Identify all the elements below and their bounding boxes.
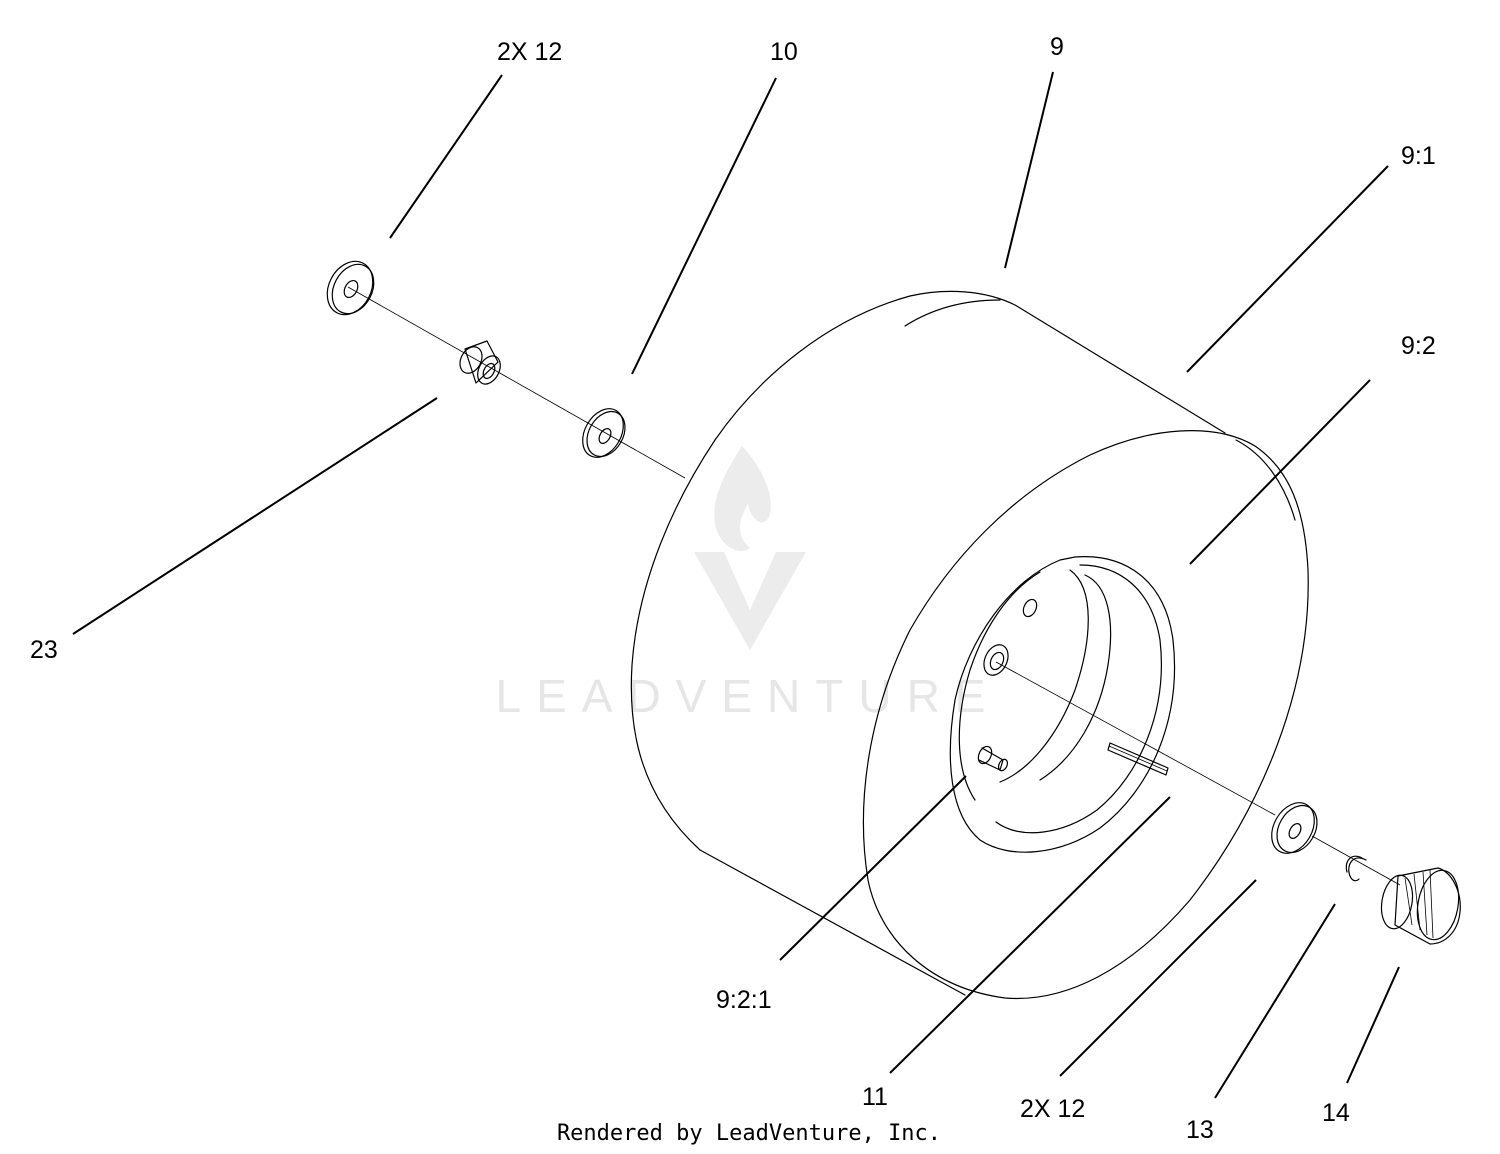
callout-labels: 2X 12 10 9 9:1 9:2 23 9:2:1 11 2X 12 13 …	[30, 33, 1436, 1144]
tire	[630, 290, 1309, 1000]
retaining-clip	[1345, 855, 1367, 882]
leader-tire-9-1	[1186, 165, 1389, 373]
leader-washer-top	[389, 74, 503, 239]
rim-outer	[949, 556, 1176, 853]
leader-key-11	[889, 796, 1171, 1074]
callout-spacer-23: 23	[30, 636, 58, 664]
callout-tire-9: 9	[1050, 33, 1064, 61]
key	[1107, 742, 1169, 776]
rim-center-hole-outer	[983, 644, 1009, 676]
leader-rim-9-2	[1189, 379, 1371, 565]
callout-rim-9-2: 9:2	[1401, 332, 1436, 360]
callout-tire-9-1: 9:1	[1401, 142, 1436, 170]
washer-top	[326, 260, 375, 316]
leader-spacer-23	[72, 397, 438, 635]
leader-washer-bottom	[1059, 879, 1257, 1077]
rim-center-hole-inner	[989, 651, 1005, 671]
leader-cap-14	[1346, 966, 1400, 1084]
watermark-flame-icon	[714, 446, 771, 552]
rim-bolt-hole-upper	[1022, 598, 1038, 618]
watermark: LEADVENTURE	[496, 446, 1001, 722]
rim-barrel	[1039, 574, 1112, 781]
washer-bottom	[1271, 802, 1318, 854]
leader-tire-9	[1004, 71, 1054, 269]
callout-washer-top: 2X 12	[497, 38, 562, 66]
rim-lip	[995, 564, 1162, 834]
tire-outline	[630, 290, 1226, 996]
callout-cap-14: 14	[1322, 1099, 1350, 1127]
valve-stem	[977, 745, 1009, 772]
leader-lines	[72, 71, 1400, 1099]
rim-hub-ring	[999, 569, 1089, 783]
leader-valve-9-2-1	[779, 775, 967, 961]
callout-key-11: 11	[862, 1083, 888, 1111]
callout-washer-bottom: 2X 12	[1020, 1095, 1085, 1123]
tire-outer-sidewall	[862, 430, 1309, 1000]
leader-clip-13	[1214, 903, 1336, 1099]
rim	[949, 556, 1176, 853]
watermark-text: LEADVENTURE	[496, 670, 1001, 722]
washer-10	[582, 408, 626, 458]
hub-cap	[1380, 867, 1461, 945]
callout-washer-10: 10	[770, 38, 798, 66]
footer-credit: Rendered by LeadVenture, Inc.	[557, 1121, 941, 1146]
callout-valve-9-2-1: 9:2:1	[716, 986, 772, 1014]
axle-center-line	[347, 286, 1401, 886]
spacer	[459, 340, 501, 385]
callout-clip-13: 13	[1186, 1116, 1214, 1144]
leader-washer-10	[631, 77, 777, 375]
watermark-v-logo-icon	[694, 552, 806, 650]
tire-tread-inner	[904, 299, 1001, 327]
rim-inner-face	[958, 571, 1041, 801]
